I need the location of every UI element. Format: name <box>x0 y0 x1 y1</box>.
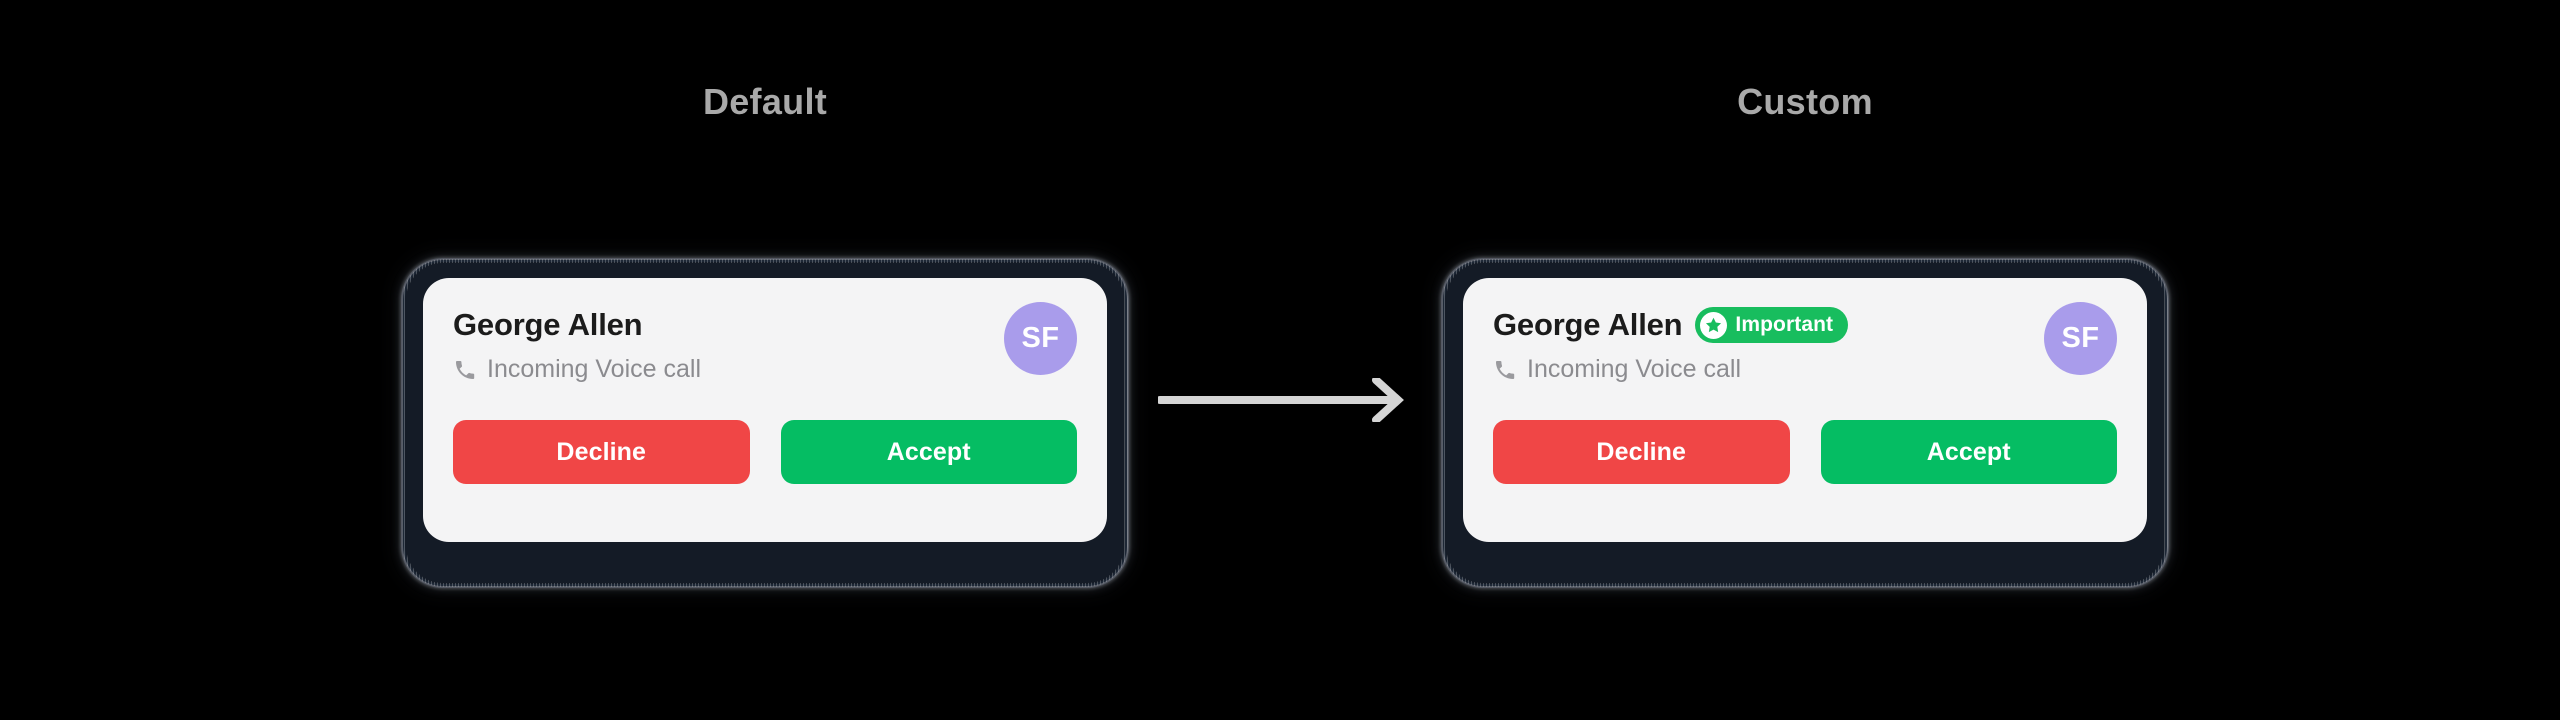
section-caption-custom: Custom <box>1737 81 1873 122</box>
accept-button[interactable]: Accept <box>780 420 1077 484</box>
notification-card-default[interactable]: George Allen Incoming Voice call SF <box>423 278 1107 542</box>
decline-button[interactable]: Decline <box>453 420 750 484</box>
card-header-text: George Allen Important <box>1493 304 1849 384</box>
phone-icon <box>453 358 477 382</box>
phone-icon <box>1493 358 1517 382</box>
subtitle-row: Incoming Voice call <box>453 355 701 384</box>
avatar-initials: SF <box>1021 322 1060 354</box>
call-subtitle: Incoming Voice call <box>1527 355 1742 383</box>
avatar: SF <box>1004 302 1077 375</box>
badge-label: Important <box>1735 313 1834 336</box>
star-circle-icon <box>1700 311 1728 339</box>
avatar: SF <box>2044 302 2117 375</box>
section-caption-default: Default <box>702 81 828 122</box>
avatar-initials: SF <box>2061 322 2100 354</box>
contact-name: George Allen <box>1493 307 1683 342</box>
device-frame-default: George Allen Incoming Voice call SF <box>405 262 1125 584</box>
call-subtitle: Incoming Voice call <box>487 355 702 383</box>
status-badge-important[interactable]: Important <box>1695 307 1849 343</box>
device-frame-custom: George Allen Important <box>1445 262 2165 584</box>
call-actions: Decline Accept <box>1493 420 2117 484</box>
card-header: George Allen Incoming Voice call SF <box>453 302 1077 384</box>
decline-button[interactable]: Decline <box>1493 420 1790 484</box>
name-row: George Allen <box>453 306 701 344</box>
accept-button[interactable]: Accept <box>1820 420 2117 484</box>
call-actions: Decline Accept <box>453 420 1077 484</box>
subtitle-row: Incoming Voice call <box>1493 355 1848 384</box>
card-header: George Allen Important <box>1493 302 2117 384</box>
card-header-text: George Allen Incoming Voice call <box>453 304 701 384</box>
name-row: George Allen Important <box>1493 306 1849 344</box>
contact-name: George Allen <box>453 307 643 342</box>
notification-card-custom[interactable]: George Allen Important <box>1463 278 2147 542</box>
arrow-right-icon <box>1158 378 1408 422</box>
